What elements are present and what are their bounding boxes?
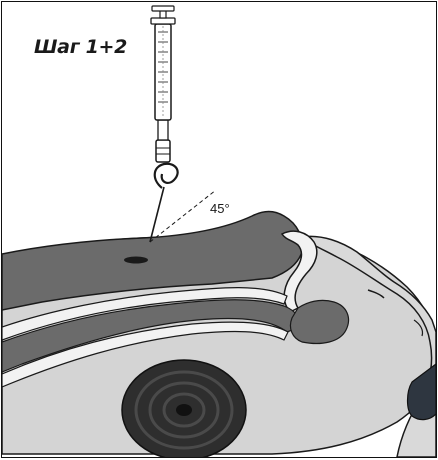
syringe	[151, 6, 175, 120]
puncture-site	[124, 257, 148, 264]
needle-connector	[155, 120, 178, 188]
needle	[150, 187, 164, 242]
angle-label: 45°	[210, 201, 230, 216]
shoulder-roll	[122, 360, 246, 457]
jaw-dark	[290, 300, 348, 343]
step-title: Шаг 1+2	[34, 36, 127, 58]
